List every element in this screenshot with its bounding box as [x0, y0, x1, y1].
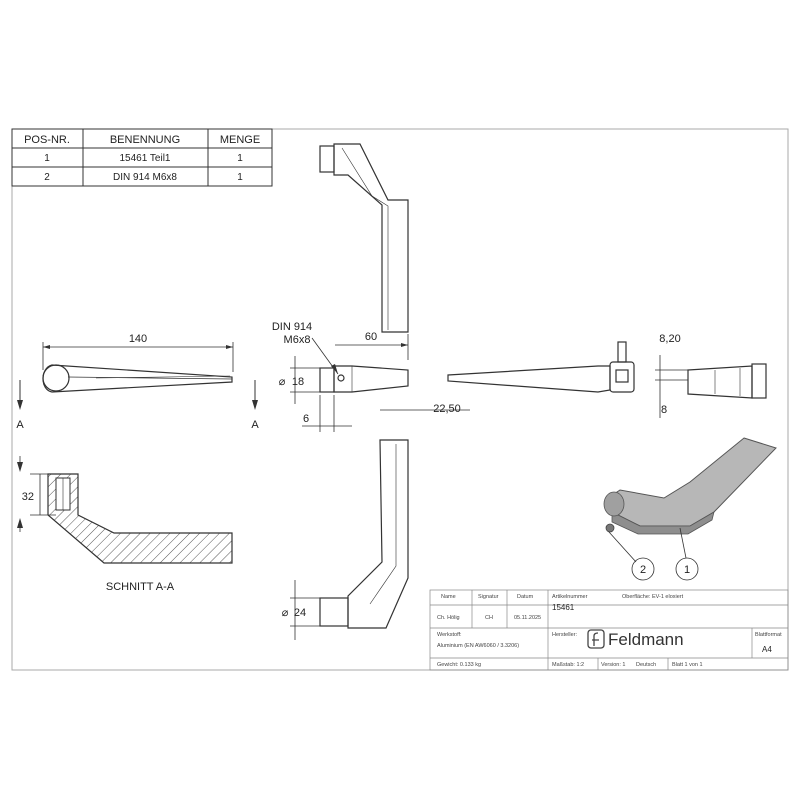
- tb-hersteller-header: Hersteller:: [552, 632, 578, 638]
- side-view: [42, 364, 233, 393]
- tb-oberflaeche: Oberfläche: EV-1 eloxiert: [622, 594, 684, 600]
- tb-signatur-header: Signatur: [478, 594, 499, 600]
- tb-artikelnummer: 15461: [552, 603, 575, 612]
- tb-blattformat-header: Blattformat: [755, 632, 782, 638]
- tb-werkstoff: Aluminium (EN AW6060 / 3.3206): [437, 643, 519, 649]
- right-side-view: [447, 341, 635, 393]
- section-mark-right: A: [251, 419, 259, 431]
- dim-section-height: 32: [22, 491, 34, 503]
- drawing-frame: [11, 128, 789, 671]
- dim-dia-symbol-24: ⌀: [282, 607, 289, 619]
- bom-header-pos: POS-NR.: [24, 134, 70, 146]
- tb-datum-header: Datum: [517, 594, 534, 600]
- tb-blatt: Blatt 1 von 1: [672, 662, 703, 668]
- tb-datum: 05.11.2025: [514, 615, 541, 621]
- dim-22: 22,50: [433, 403, 461, 415]
- section-label: SCHNITT A-A: [106, 581, 175, 593]
- tb-massstab: Maßstab: 1:2: [552, 662, 584, 668]
- front-view: [319, 365, 409, 393]
- bom-row1-qty: 1: [237, 153, 243, 164]
- section-mark-left: A: [16, 419, 24, 431]
- dim-dia18: 18: [292, 376, 304, 388]
- bom-row1-pos: 1: [44, 153, 50, 164]
- dim-8: 8: [661, 404, 667, 416]
- tb-werkstoff-header: Werkstoff:: [437, 632, 462, 638]
- tb-sprache: Deutsch: [636, 662, 656, 668]
- dim-screw-line1: DIN 914: [272, 321, 312, 333]
- isometric-view: [603, 437, 777, 535]
- bom-row2-pos: 2: [44, 172, 50, 183]
- tb-version: Version: 1: [601, 662, 625, 668]
- dim-square: 8,20: [659, 333, 680, 345]
- bom-row2-name: DIN 914 M6x8: [113, 172, 177, 183]
- bom-header-qty: MENGE: [220, 134, 260, 146]
- end-view: [687, 363, 767, 399]
- balloon-1: 1: [684, 564, 690, 576]
- bom-table: [11, 128, 273, 187]
- tb-artikel-header: Artikelnummer: [552, 594, 588, 600]
- dim-length: 140: [129, 333, 147, 345]
- tb-brand: Feldmann: [608, 630, 684, 649]
- bom-header-name: BENENNUNG: [110, 134, 180, 146]
- tb-blattformat: A4: [762, 645, 772, 654]
- tb-signatur: CH: [485, 615, 493, 621]
- tb-gewicht: Gewicht: 0.133 kg: [437, 662, 481, 668]
- bom-row1-name: 15461 Teil1: [120, 153, 171, 164]
- top-view-lower: [319, 439, 409, 629]
- dim-width: 60: [365, 331, 377, 343]
- dim-dia-symbol-18: ⌀: [279, 376, 286, 388]
- top-view-upper: [319, 143, 409, 333]
- dim-dia24: 24: [294, 607, 306, 619]
- title-block: [429, 589, 789, 671]
- feldmann-logo-icon: [587, 629, 605, 649]
- dim-screw-line2: M6x8: [284, 334, 311, 346]
- bom-row2-qty: 1: [237, 172, 243, 183]
- tb-name-header: Name: [441, 594, 456, 600]
- balloon-2: 2: [640, 564, 646, 576]
- dim-6: 6: [303, 413, 309, 425]
- tb-name: Ch. Hölig: [437, 615, 460, 621]
- section-view: [47, 473, 233, 564]
